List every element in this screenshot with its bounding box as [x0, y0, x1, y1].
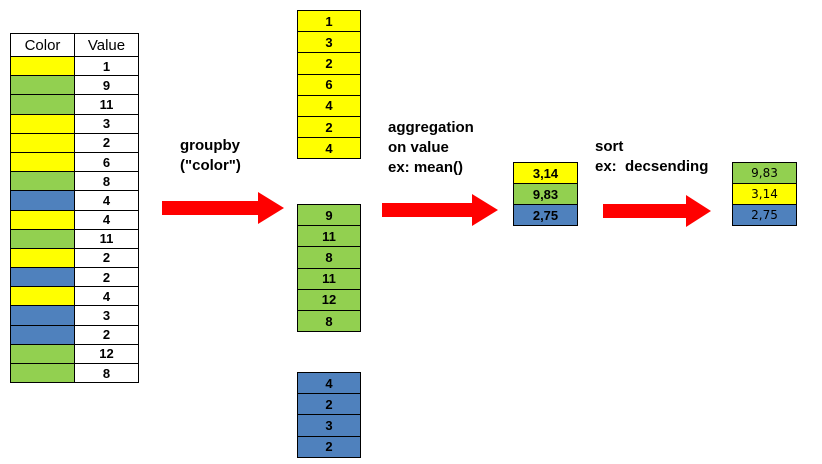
value-cell: 2 [74, 324, 139, 345]
stack-cell: 3,14 [513, 162, 578, 184]
arrow-groupby-icon [162, 192, 284, 224]
value-cell: 11 [74, 228, 139, 249]
stack-cell: 3 [297, 31, 361, 54]
stack-cell: 2,75 [513, 204, 578, 226]
table-row: 4 [10, 286, 139, 307]
table-row: 4 [10, 190, 139, 211]
stack-cell: 2 [297, 393, 361, 416]
value-cell: 11 [74, 94, 139, 115]
stack-cell: 9,83 [513, 183, 578, 205]
stack-cell: 4 [297, 137, 361, 160]
stack-cell: 8 [297, 309, 361, 333]
color-swatch [10, 247, 75, 269]
color-swatch [10, 171, 75, 192]
table-row: 11 [10, 228, 139, 249]
table-row: 6 [10, 151, 139, 173]
value-cell: 3 [74, 113, 139, 134]
value-cell: 9 [74, 75, 139, 96]
header-color: Color [10, 33, 75, 57]
value-cell: 3 [74, 305, 139, 326]
color-swatch [10, 343, 75, 365]
color-swatch [10, 286, 75, 307]
value-cell: 2 [74, 247, 139, 269]
arrow-sort-icon [603, 195, 711, 227]
value-cell: 12 [74, 343, 139, 365]
table-row: 2 [10, 267, 139, 288]
table-row: 3 [10, 113, 139, 134]
value-cell: 2 [74, 267, 139, 288]
value-cell: 8 [74, 171, 139, 192]
table-row: 9 [10, 75, 139, 96]
color-swatch [10, 324, 75, 345]
color-swatch [10, 132, 75, 153]
stack-cell: 11 [297, 267, 361, 290]
table-row: 2 [10, 324, 139, 345]
value-cell: 4 [74, 190, 139, 211]
stack-cell: 6 [297, 73, 361, 96]
stack-cell: 11 [297, 225, 361, 248]
stack-cell: 9 [297, 204, 361, 227]
stack-cell: 2 [297, 52, 361, 75]
sort-label: sort ex: decsending [595, 138, 709, 175]
table-row: 8 [10, 362, 139, 384]
color-swatch [10, 228, 75, 249]
stack-cell: 4 [297, 94, 361, 117]
color-swatch [10, 305, 75, 326]
color-swatch [10, 190, 75, 211]
stack-cell: 4 [297, 372, 361, 395]
value-cell: 8 [74, 362, 139, 384]
stack-cell: 3,14 [732, 183, 797, 205]
color-swatch [10, 362, 75, 384]
value-cell: 4 [74, 286, 139, 307]
color-swatch [10, 75, 75, 96]
stack-cell: 2,75 [732, 204, 797, 226]
value-cell: 1 [74, 55, 139, 77]
aggregation-label: aggregation on value ex: mean() [388, 119, 474, 176]
value-cell: 6 [74, 151, 139, 173]
table-row: 2 [10, 132, 139, 153]
table-row: 2 [10, 247, 139, 269]
color-swatch [10, 55, 75, 77]
color-swatch [10, 94, 75, 115]
stack-cell: 1 [297, 10, 361, 33]
stack-cell: 9,83 [732, 162, 797, 184]
table-row: 8 [10, 171, 139, 192]
value-cell: 2 [74, 132, 139, 153]
header-value: Value [74, 33, 139, 57]
stack-cell: 3 [297, 414, 361, 437]
value-cell: 4 [74, 209, 139, 230]
stack-cell: 2 [297, 435, 361, 458]
table-row: 4 [10, 209, 139, 230]
color-swatch [10, 151, 75, 173]
stack-cell: 2 [297, 115, 361, 139]
arrow-aggregation-icon [382, 194, 498, 226]
groupby-label: groupby ("color") [180, 137, 241, 174]
color-swatch [10, 267, 75, 288]
table-row: 12 [10, 343, 139, 365]
table-row: 1 [10, 55, 139, 77]
table-row: 3 [10, 305, 139, 326]
color-swatch [10, 113, 75, 134]
stack-cell: 8 [297, 246, 361, 269]
color-swatch [10, 209, 75, 230]
stack-cell: 12 [297, 288, 361, 311]
table-row: 11 [10, 94, 139, 115]
